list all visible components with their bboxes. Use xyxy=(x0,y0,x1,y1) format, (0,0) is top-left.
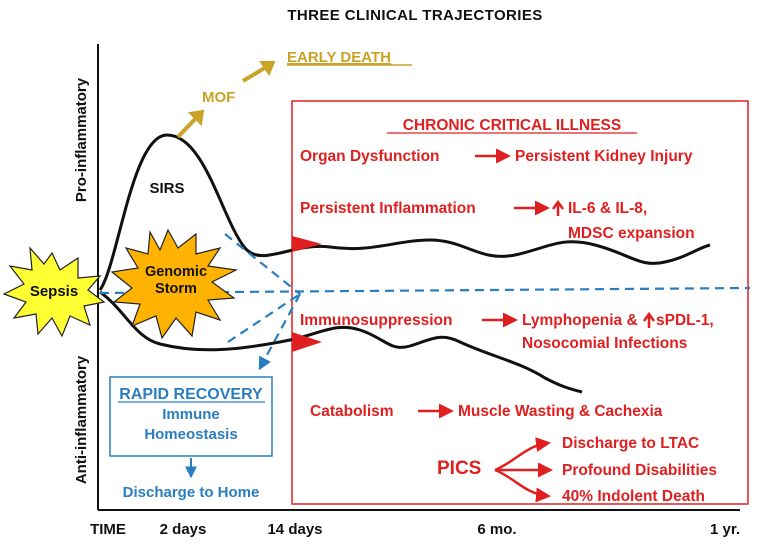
tick-6-mo: 6 mo. xyxy=(477,521,516,538)
profound-disabilities-label: Profound Disabilities xyxy=(562,462,717,479)
recovery-dashed-arrow xyxy=(258,293,301,371)
early-death-arrow-shaft xyxy=(241,64,270,83)
il6-il8-label: IL-6 & IL-8, xyxy=(568,200,647,217)
catabolism-label: Catabolism xyxy=(310,403,394,420)
mof-label: MOF xyxy=(202,89,235,106)
tick-time: TIME xyxy=(90,521,126,538)
sirs-label: SIRS xyxy=(149,180,184,197)
sepsis-starburst xyxy=(2,246,106,338)
discharge-ltac-label: Discharge to LTAC xyxy=(562,435,699,452)
early-death-label: EARLY DEATH xyxy=(287,49,391,66)
genomic-storm-burst xyxy=(110,228,238,340)
early-death-arrow-head xyxy=(259,61,276,77)
diagram-title: THREE CLINICAL TRAJECTORIES xyxy=(287,7,542,24)
rapid-recovery-title: RAPID RECOVERY xyxy=(119,386,263,403)
organ-dysfunction-label: Organ Dysfunction xyxy=(300,148,440,165)
lymphopenia-label: Lymphopenia & xyxy=(522,312,638,329)
pro-inflammatory-curve xyxy=(98,133,711,291)
rapid-recovery-box xyxy=(109,376,273,457)
genomic-storm-line1: Genomic xyxy=(145,264,207,280)
rapid-recovery-line1: Immune xyxy=(162,406,220,423)
muscle-wasting-label: Muscle Wasting & Cachexia xyxy=(458,403,663,420)
genomic-storm-line2: Storm xyxy=(155,281,197,297)
sepsis-label: Sepsis xyxy=(30,283,78,300)
tick-2-days: 2 days xyxy=(160,521,207,538)
spdl1-label: sPDL-1, xyxy=(656,312,714,329)
tick-1-yr: 1 yr. xyxy=(710,521,740,538)
mof-arrow-head xyxy=(187,109,205,127)
immunosuppression-label: Immunosuppression xyxy=(300,312,452,329)
indolent-death-label: 40% Indolent Death xyxy=(562,488,705,505)
anti-inflammatory-curve xyxy=(99,290,583,394)
pics-branch-ltac xyxy=(494,437,551,472)
increase-up-arrow-icon xyxy=(551,199,565,216)
cci-title: CHRONIC CRITICAL ILLNESS xyxy=(403,117,621,134)
pro-inflammatory-label: Pro-inflammatory xyxy=(73,77,90,202)
spdl1-up-arrow-icon xyxy=(642,311,656,328)
persistent-inflammation-label: Persistent Inflammation xyxy=(300,200,476,217)
pics-label: PICS xyxy=(437,458,481,479)
lower-convergence-dashed xyxy=(227,293,301,343)
cci-box xyxy=(291,100,749,505)
persistent-kidney-label: Persistent Kidney Injury xyxy=(515,148,693,165)
tick-14-days: 14 days xyxy=(267,521,322,538)
upper-transition-marker xyxy=(292,236,322,252)
lower-transition-marker xyxy=(292,332,322,352)
rapid-recovery-line2: Homeostasis xyxy=(144,426,237,443)
anti-inflammatory-label: Anti-inflammatory xyxy=(73,355,90,484)
pics-branch-death xyxy=(494,468,551,503)
mdsc-expansion-label: MDSC expansion xyxy=(568,225,695,242)
nosocomial-label: Nosocomial Infections xyxy=(522,335,687,352)
discharge-home-label: Discharge to Home xyxy=(123,484,260,501)
upper-convergence-dashed xyxy=(224,233,301,295)
mof-arrow-shaft xyxy=(176,114,200,139)
